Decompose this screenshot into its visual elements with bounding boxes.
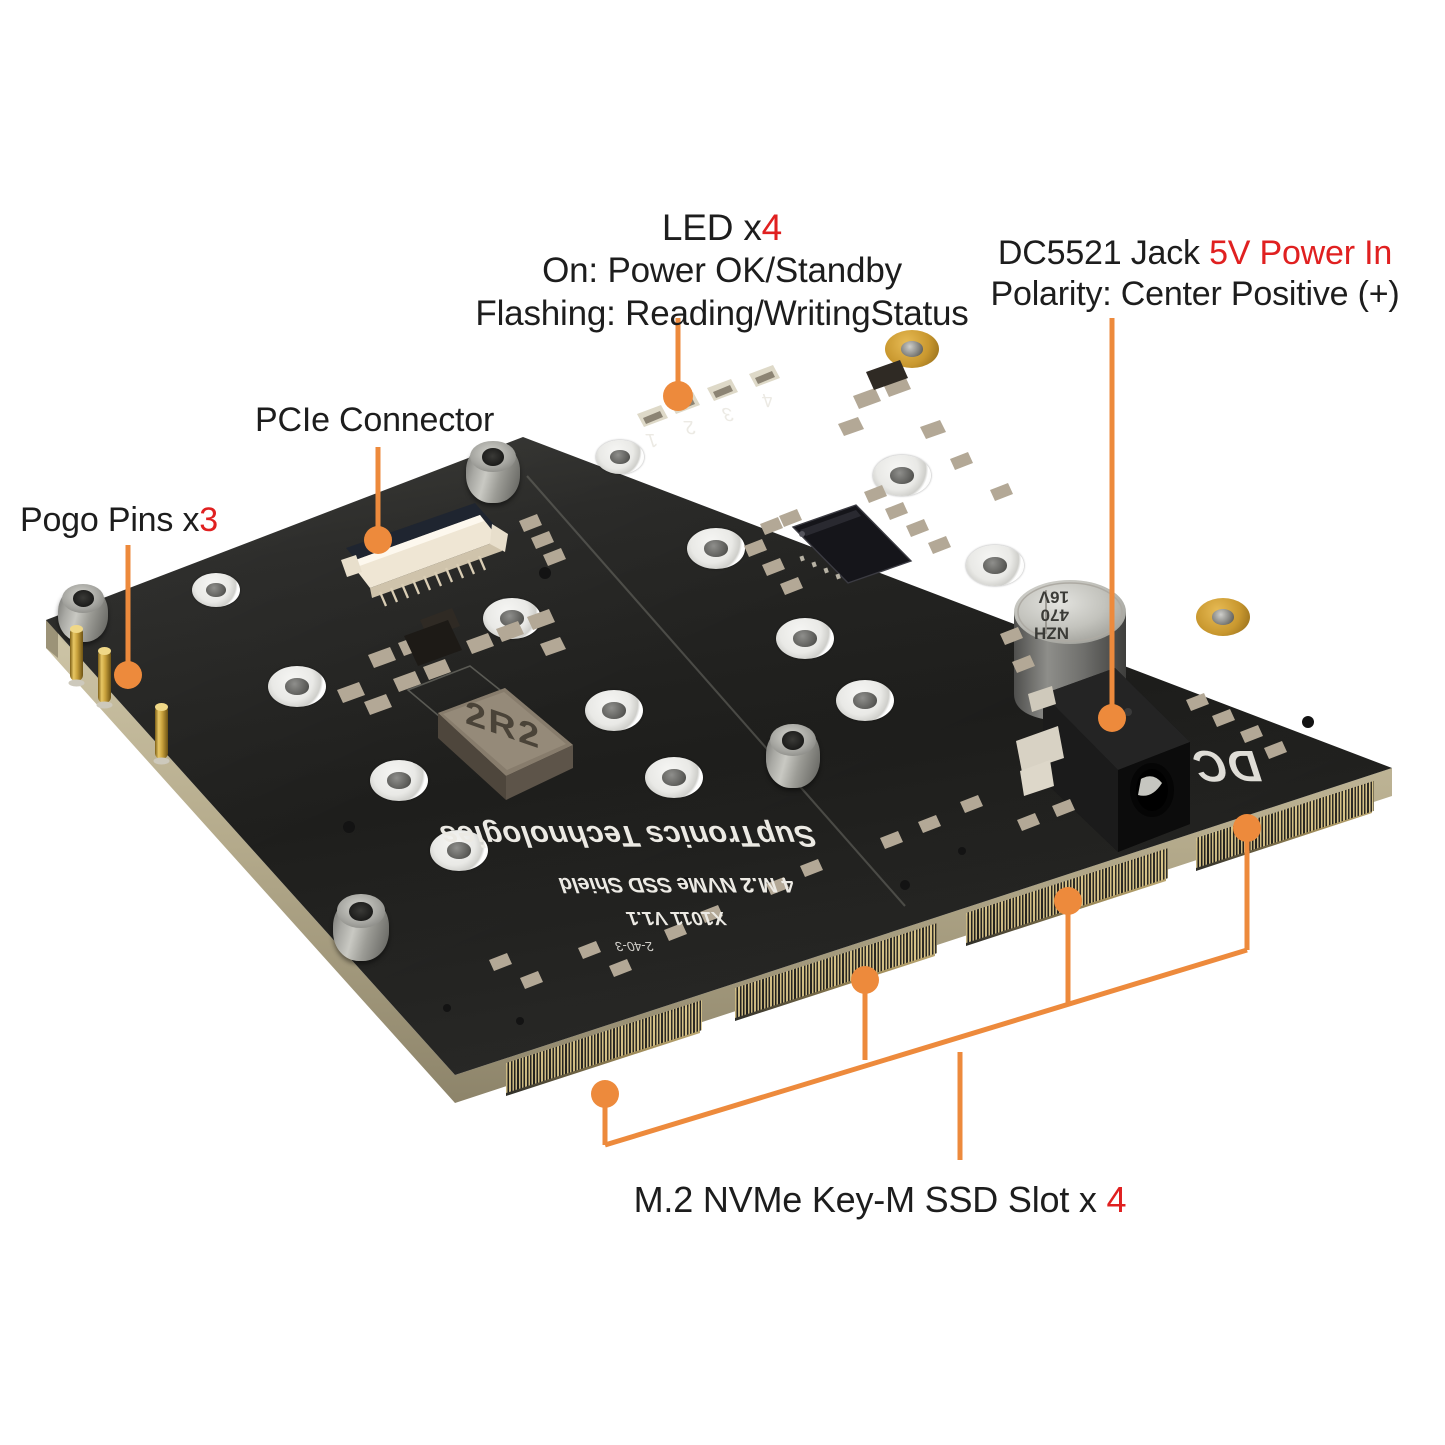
status-led-1 (637, 405, 668, 427)
mounting-hole (776, 618, 834, 659)
led-annotation-text: LED x4 On: Power OK/Standby Flashing: Re… (475, 205, 968, 336)
pcb-silkscreen-block: SupTronics Technologies 4 M.2 NVMe SSD S… (403, 800, 862, 970)
silk-company: SupTronics Technologies (434, 819, 821, 852)
pogo-pin-2 (96, 647, 113, 709)
pcie-switch-ic (791, 504, 913, 584)
led-annotation-line3: Flashing: Reading/WritingStatus (475, 293, 969, 333)
pcie-ffc-connector (341, 503, 508, 607)
pogo-pin-1 (68, 625, 85, 687)
power-inductor (438, 688, 573, 800)
led-count-highlight: 4 (761, 207, 783, 248)
standoff-spacer (333, 894, 389, 961)
mounting-hole (687, 528, 745, 569)
mounting-hole (585, 690, 643, 731)
dc-power-highlight: 5V Power In (1209, 234, 1393, 272)
mounting-hole (873, 455, 931, 496)
silk-model: X1011 V1.1 (623, 907, 729, 928)
standoff-spacer (58, 583, 108, 642)
mounting-hole (645, 757, 703, 798)
m2-count-highlight: 4 (1106, 1179, 1127, 1220)
led-annotation-line2: On: Power OK/Standby (542, 251, 902, 291)
mounting-hole-gold (1196, 598, 1250, 636)
dc-jack-annotation-line1: DC5521 Jack 5V Power In (997, 234, 1393, 272)
status-led-3 (707, 379, 738, 401)
mounting-hole (370, 760, 428, 801)
dc-jack-annotation-text: DC5521 Jack 5V Power In Polarity: Center… (991, 233, 1400, 316)
silk-product-line: 4 M.2 NVMe SSD Shield (555, 873, 798, 896)
power-slide-switch (1016, 686, 1064, 796)
mounting-hole (430, 830, 488, 871)
standoff-spacer (766, 723, 820, 788)
mounting-hole-gold (885, 330, 939, 368)
status-led-4 (749, 365, 780, 387)
mounting-hole (192, 573, 240, 607)
mounting-hole (966, 545, 1024, 586)
standoff-spacer (466, 440, 520, 503)
mounting-hole (596, 440, 644, 474)
pogo-pin-3 (153, 703, 170, 765)
dc5521-barrel-jack (1043, 668, 1190, 852)
dc-jack-annotation-line2: Polarity: Center Positive (+) (990, 275, 1400, 314)
pcie-annotation-text: PCIe Connector (255, 401, 495, 439)
mounting-hole (268, 666, 326, 707)
mounting-hole (836, 680, 894, 721)
silk-date-code: 2-40-3 (613, 939, 656, 954)
pogo-annotation-text: Pogo Pins x3 (20, 501, 218, 539)
pogo-count-highlight: 3 (199, 501, 218, 539)
m2-annotation-text: M.2 NVMe Key-M SSD Slot x 4 (633, 1179, 1127, 1220)
led-annotation-line1: LED x4 (661, 207, 783, 248)
